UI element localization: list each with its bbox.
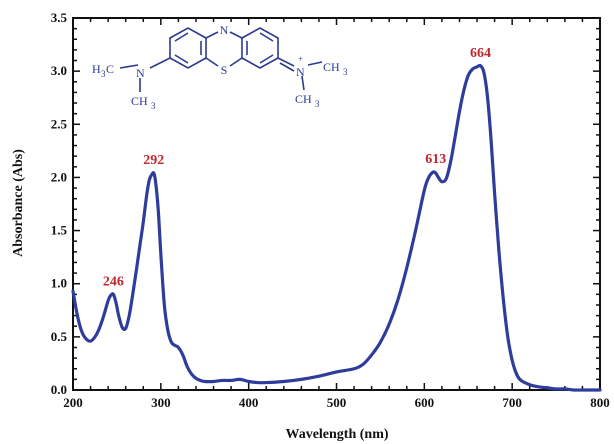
- peak-label-246: 246: [103, 274, 124, 289]
- x-tick-label: 600: [415, 395, 435, 410]
- left-amine-bond: [149, 57, 171, 69]
- y-tick-label: 0.0: [51, 382, 67, 397]
- y-tick-label: 2.5: [51, 116, 68, 131]
- annotations: 246 292 613 664: [103, 46, 491, 290]
- right-imine-bond-2: [279, 62, 295, 72]
- tick-labels: 200 300 400 500 600 700 800 0.0 0.5 1.0 1.5 2.0 2.5 3…: [51, 10, 610, 410]
- x-tick-label: 500: [327, 395, 347, 410]
- right-methyl-bottom: CH: [295, 92, 312, 106]
- left-methyl-h-sub: 3: [101, 69, 106, 79]
- left-ring-bond-a: [174, 32, 189, 42]
- series: [71, 63, 602, 392]
- y-tick-label: 0.5: [51, 329, 68, 344]
- x-tick-label: 300: [151, 395, 171, 410]
- peak-label-664: 664: [470, 46, 491, 61]
- y-tick-label: 1.5: [51, 223, 68, 238]
- left-amine-n: N: [136, 66, 145, 80]
- left-methyl-c: C: [106, 62, 114, 76]
- right-methyl-top: CH: [323, 60, 340, 74]
- y-tick-label: 2.0: [51, 169, 67, 184]
- right-methyl-top-sub: 3: [343, 67, 348, 77]
- right-methyl-bond-top: [307, 61, 323, 66]
- x-tick-label: 800: [590, 395, 610, 410]
- y-axis-title: Absorbance (Abs): [11, 149, 26, 257]
- left-methyl-bottom-sub: 3: [151, 101, 156, 111]
- central-ring-bottom-right: [229, 57, 243, 67]
- y-tick-label: 3.0: [51, 63, 67, 78]
- x-axis-title: Wavelength (nm): [285, 427, 388, 442]
- central-ring-bottom: [205, 57, 219, 67]
- right-methyl-bottom-sub: 3: [315, 99, 320, 109]
- ring-sulfur: S: [221, 63, 228, 77]
- x-tick-label: 400: [239, 395, 259, 410]
- right-iminium-charge: +: [298, 54, 303, 64]
- y-tick-label: 1.0: [51, 276, 67, 291]
- peak-label-292: 292: [143, 153, 164, 168]
- right-iminium-n: N: [296, 65, 305, 79]
- central-ring-top: [205, 31, 219, 39]
- x-tick-label: 700: [502, 395, 522, 410]
- right-ring-bond-b: [259, 32, 274, 42]
- peak-label-613: 613: [425, 152, 446, 167]
- methylene-blue-structure: [119, 27, 323, 92]
- central-ring-top-right: [229, 31, 243, 39]
- left-ring-bond-c: [174, 54, 189, 64]
- right-methyl-bond-bottom: [301, 75, 305, 91]
- x-tick-label: 200: [63, 395, 83, 410]
- absorbance-series-line: [71, 63, 602, 392]
- y-tick-label: 3.5: [51, 10, 68, 25]
- left-methyl-bond-top: [119, 64, 139, 69]
- left-methyl-bottom: CH: [131, 94, 148, 108]
- ring-nitrogen: N: [220, 23, 229, 37]
- ticks: [72, 17, 601, 391]
- left-methyl-h: H: [92, 62, 101, 76]
- right-ring-bond-c: [259, 54, 274, 64]
- right-imine-bond-1: [277, 57, 295, 67]
